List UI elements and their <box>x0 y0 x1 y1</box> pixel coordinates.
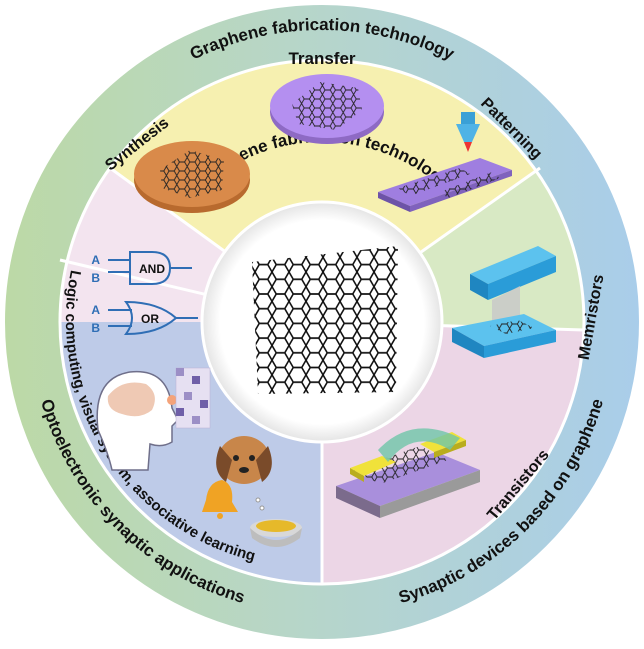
or-gate-label: OR <box>141 312 159 326</box>
graphene-sheet-center <box>252 246 398 394</box>
sector-fabrication <box>110 60 540 322</box>
label-transfer: Transfer <box>288 49 355 68</box>
and-input-a: A <box>91 253 100 267</box>
patterning-substrate <box>378 112 512 212</box>
dog-icon <box>216 436 272 511</box>
or-input-b: B <box>91 321 100 335</box>
food-bowl-icon <box>250 519 302 547</box>
bell-icon <box>202 480 238 519</box>
transfer-wafer <box>270 74 384 144</box>
logic-gates <box>108 251 198 336</box>
memristor-device <box>452 246 556 358</box>
and-input-b: B <box>91 271 100 285</box>
transistor-device <box>336 428 480 518</box>
human-head-icon <box>96 370 179 471</box>
or-input-a: A <box>91 303 100 317</box>
and-gate-label: AND <box>139 262 165 276</box>
pixel-grid-icon <box>175 367 211 429</box>
synthesis-wafer <box>134 141 250 213</box>
